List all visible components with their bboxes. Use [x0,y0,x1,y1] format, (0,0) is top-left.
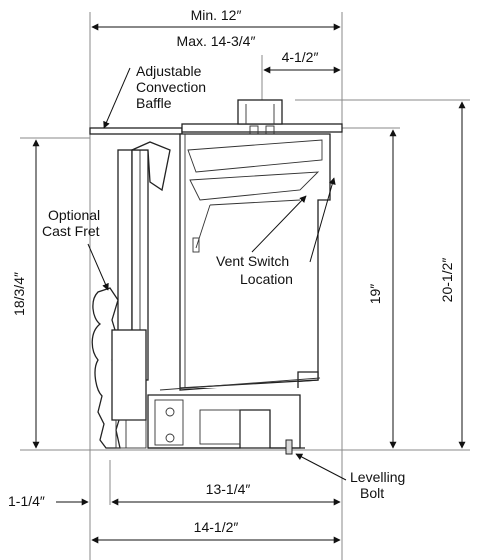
max-width-label: Max. 14-3/4″ [177,33,256,49]
baffle-label-1: Adjustable [136,63,202,79]
vent-collar [237,99,283,125]
levelling-label-2: Bolt [360,485,384,501]
inner-height-label: 19″ [367,284,383,305]
fireplace-drawing [89,99,343,455]
levelling-bolt [285,439,293,455]
callout-leaders [87,67,347,481]
baffle-label-2: Convection [136,79,206,95]
dimension-lines [32,23,466,544]
fret-offset-label: 1-1/4″ [8,493,45,509]
vent-offset-label: 4-1/2″ [282,49,319,65]
top-panel [181,123,343,133]
dimension-labels: Min. 12″ Max. 14-3/4″ 4-1/2″ 18/3/4″ 19″… [8,7,455,535]
baffle-leader [103,67,131,129]
baffle-plate [89,127,183,135]
levelling-leader [295,453,347,481]
firebox-base [147,394,301,449]
depth-outer-label: 14-1/2″ [194,519,239,535]
vent-switch-leader-a [251,195,307,253]
vent-switch-label-2: Location [240,271,293,287]
fret-leader [87,243,109,291]
vent-switch-label-1: Vent Switch [216,253,289,269]
extension-lines [20,12,470,560]
depth-inner-label: 13-1/4″ [206,481,251,497]
levelling-label-1: Levelling [350,469,405,485]
fret-label-2: Cast Fret [42,223,100,239]
left-height-label: 18/3/4″ [11,272,27,316]
callout-labels: Adjustable Convection Baffle Optional Ca… [42,63,405,501]
min-width-label: Min. 12″ [191,7,242,23]
vent-switch-leader-b [309,177,336,263]
fret-label-1: Optional [48,207,100,223]
outer-height-label: 20-1/2″ [439,258,455,303]
baffle-label-3: Baffle [136,95,172,111]
